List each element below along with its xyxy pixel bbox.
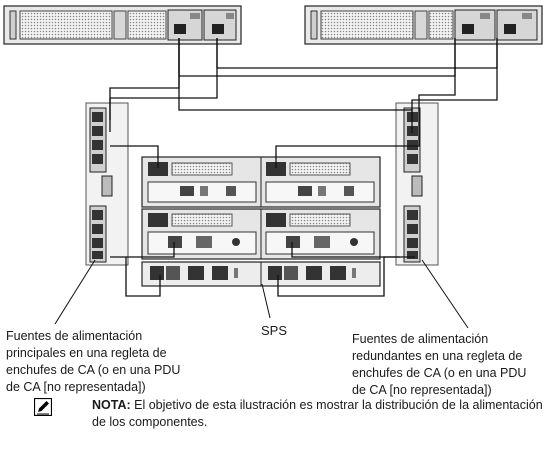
note-text: El objetivo de esta ilustración es mostr…: [92, 398, 543, 429]
primary-power-label: Fuentes de alimentación principales en u…: [6, 329, 181, 394]
pencil-note-icon: [34, 398, 52, 416]
storage-enclosure-lower: [141, 208, 381, 260]
redundant-power-label: Fuentes de alimentación redundantes en u…: [352, 332, 527, 397]
leader-lines: [54, 259, 469, 329]
storage-enclosure-upper: [141, 156, 381, 208]
power-cables: [109, 38, 498, 297]
note-body: NOTA: El objetivo de esta ilustración es…: [92, 397, 547, 431]
sps-unit: [141, 261, 381, 287]
sps-label: SPS: [261, 323, 288, 338]
note-heading: NOTA:: [92, 398, 131, 412]
server-right: [304, 5, 543, 45]
server-left: [3, 5, 242, 45]
power-strip-redundant: [395, 102, 439, 266]
power-strip-primary: [85, 102, 129, 266]
